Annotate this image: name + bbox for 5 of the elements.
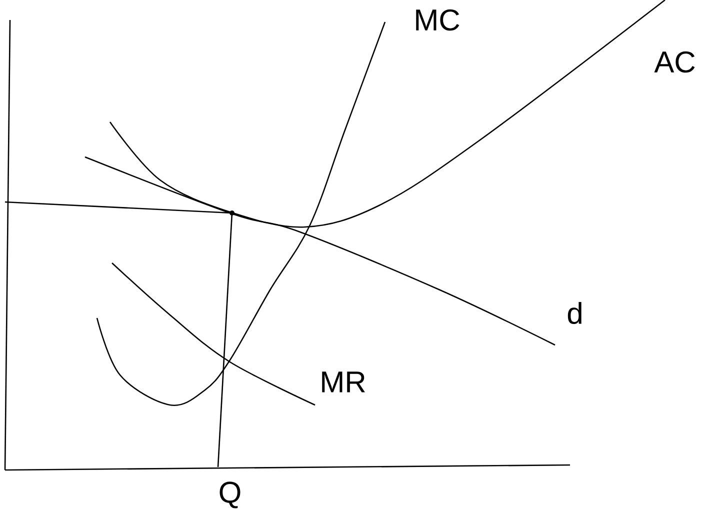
curve-label: MC	[416, 9, 460, 31]
curve-label: MR	[322, 372, 365, 392]
curve-label: AC	[654, 51, 695, 73]
curve-label: d	[568, 302, 582, 324]
curve-label: Q	[220, 482, 240, 508]
